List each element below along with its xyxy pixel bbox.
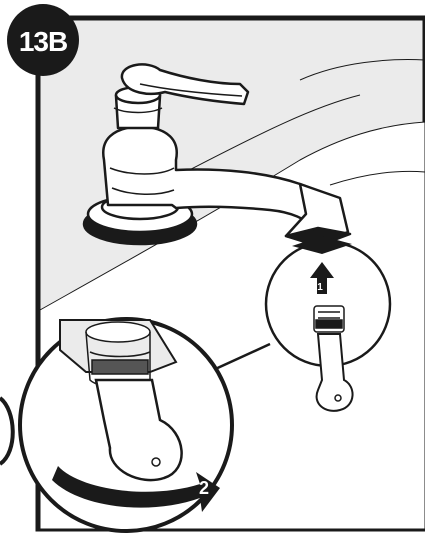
step-2-number: 2: [199, 478, 209, 498]
figure-label: 13B: [19, 26, 67, 57]
figure-badge: 13B: [7, 4, 79, 76]
aerator-cartridge: [314, 306, 344, 332]
magnified-key-hole: [152, 458, 160, 466]
key-hole: [335, 395, 341, 401]
rotation-detail-callout: 2: [20, 319, 232, 531]
step-1-number: 1: [317, 282, 323, 293]
